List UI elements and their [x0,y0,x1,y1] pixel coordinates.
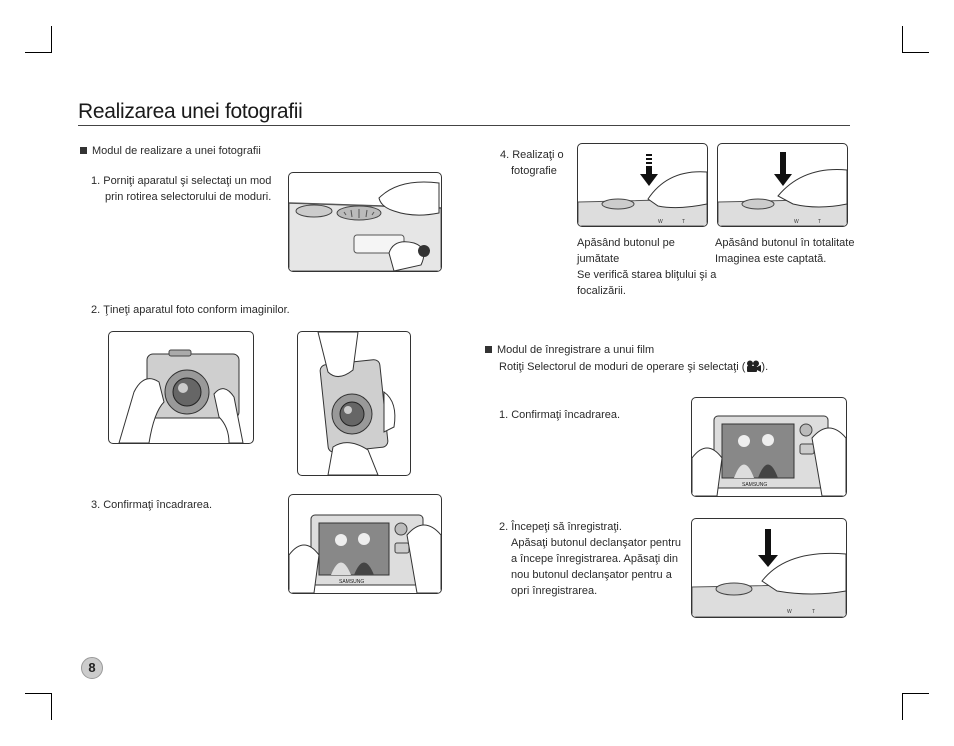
zoom-tele-label: T [818,219,821,225]
full-press-line1: Apăsând butonul în totalitate [715,237,855,249]
step4-line1: 4. Realizaţi o [500,149,564,161]
step1-line1: 1. Porniţi aparatul şi selectaţi un mod [91,175,272,187]
zoom-wide-label: W [658,219,663,225]
shutter-arrow-icon [758,529,778,567]
movie-confirm-framing-illustration: SAMSUNG [691,397,847,497]
shutter-arrow-icon [640,154,658,186]
step3-text: 3. Confirmaţi încadrarea. [91,499,213,511]
crop-mark-bottom-left-v [51,693,52,720]
full-press-illustration: W T [717,143,848,227]
photo-mode-heading: Modul de realizare a unei fotografii [80,143,261,159]
zoom-wide-label: W [794,219,799,225]
hold-camera-vertical-illustration [297,331,411,476]
crop-mark-top-right-h [902,52,929,53]
movie-instruction-before: Rotiţi Selectorul de moduri de operare ş… [499,361,746,373]
bullet-square-icon [80,147,87,154]
movie-mode-heading-text: Modul de înregistrare a unui film [497,344,655,356]
crop-mark-top-left-v [51,26,52,53]
movie-step1-text: 1. Confirmaţi încadrarea. [499,409,621,421]
photo-mode-heading-text: Modul de realizare a unei fotografii [92,145,261,157]
movie-step2-line1: 2. Începeţi să înregistraţi. [499,521,622,533]
brand-label: SAMSUNG [339,579,364,585]
movie-shutter-illustration: W T [691,518,847,618]
brand-label: SAMSUNG [742,482,767,488]
movie-mode-instruction: Rotiţi Selectorul de moduri de operare ş… [499,359,768,377]
crop-mark-bottom-left-h [25,693,52,694]
crop-mark-top-right-v [902,26,903,53]
movie-step2-text: 2. Începeţi să înregistraţi. Apăsaţi but… [499,519,681,599]
movie-step2-line4: nou butonul declanşator pentru a [511,569,672,581]
page-number: 8 [81,657,103,679]
half-press-caption: Apăsând butonul pe jumătate Se verifică … [577,235,716,299]
half-press-line1: Apăsând butonul pe [577,237,675,249]
zoom-tele-label: T [812,609,815,615]
full-press-caption: Apăsând butonul în totalitate Imaginea e… [715,235,854,267]
page-title: Realizarea unei fotografii [78,100,303,123]
movie-step2-line2: Apăsaţi butonul declanşator pentru [511,537,682,549]
crop-mark-bottom-right-v [902,693,903,720]
movie-step2-line3: a începe înregistrarea. Apăsaţi din [511,553,678,565]
mode-dial-illustration [288,172,442,272]
crop-mark-bottom-right-h [902,693,929,694]
step1-text: 1. Porniţi aparatul şi selectaţi un mod … [91,173,271,205]
confirm-framing-illustration: SAMSUNG [288,494,442,594]
hold-camera-horizontal-illustration [108,331,254,444]
half-press-line2: jumătate [577,253,620,265]
shutter-arrow-icon [774,152,792,186]
zoom-tele-label: T [682,219,685,225]
half-press-line4: focalizării. [577,285,626,297]
title-rule [78,125,850,126]
step4-text: 4. Realizaţi o fotografie [500,147,564,179]
movie-mode-heading: Modul de înregistrare a unui film [485,342,654,358]
half-press-illustration: W T [577,143,708,227]
full-press-line2: Imaginea este captată. [715,253,827,265]
step1-line2: prin rotirea selectorului de moduri. [105,191,272,203]
zoom-wide-label: W [787,609,792,615]
step4-line2: fotografie [511,165,557,177]
movie-instruction-after: ). [761,361,769,373]
crop-mark-top-left-h [25,52,52,53]
bullet-square-icon [485,346,492,353]
movie-camera-icon [745,360,762,377]
step2-text: 2. Ţineţi aparatul foto conform imaginil… [91,304,290,316]
movie-step2-line5: opri înregistrarea. [511,585,598,597]
half-press-line3: Se verifică starea bliţului şi a [577,269,717,281]
